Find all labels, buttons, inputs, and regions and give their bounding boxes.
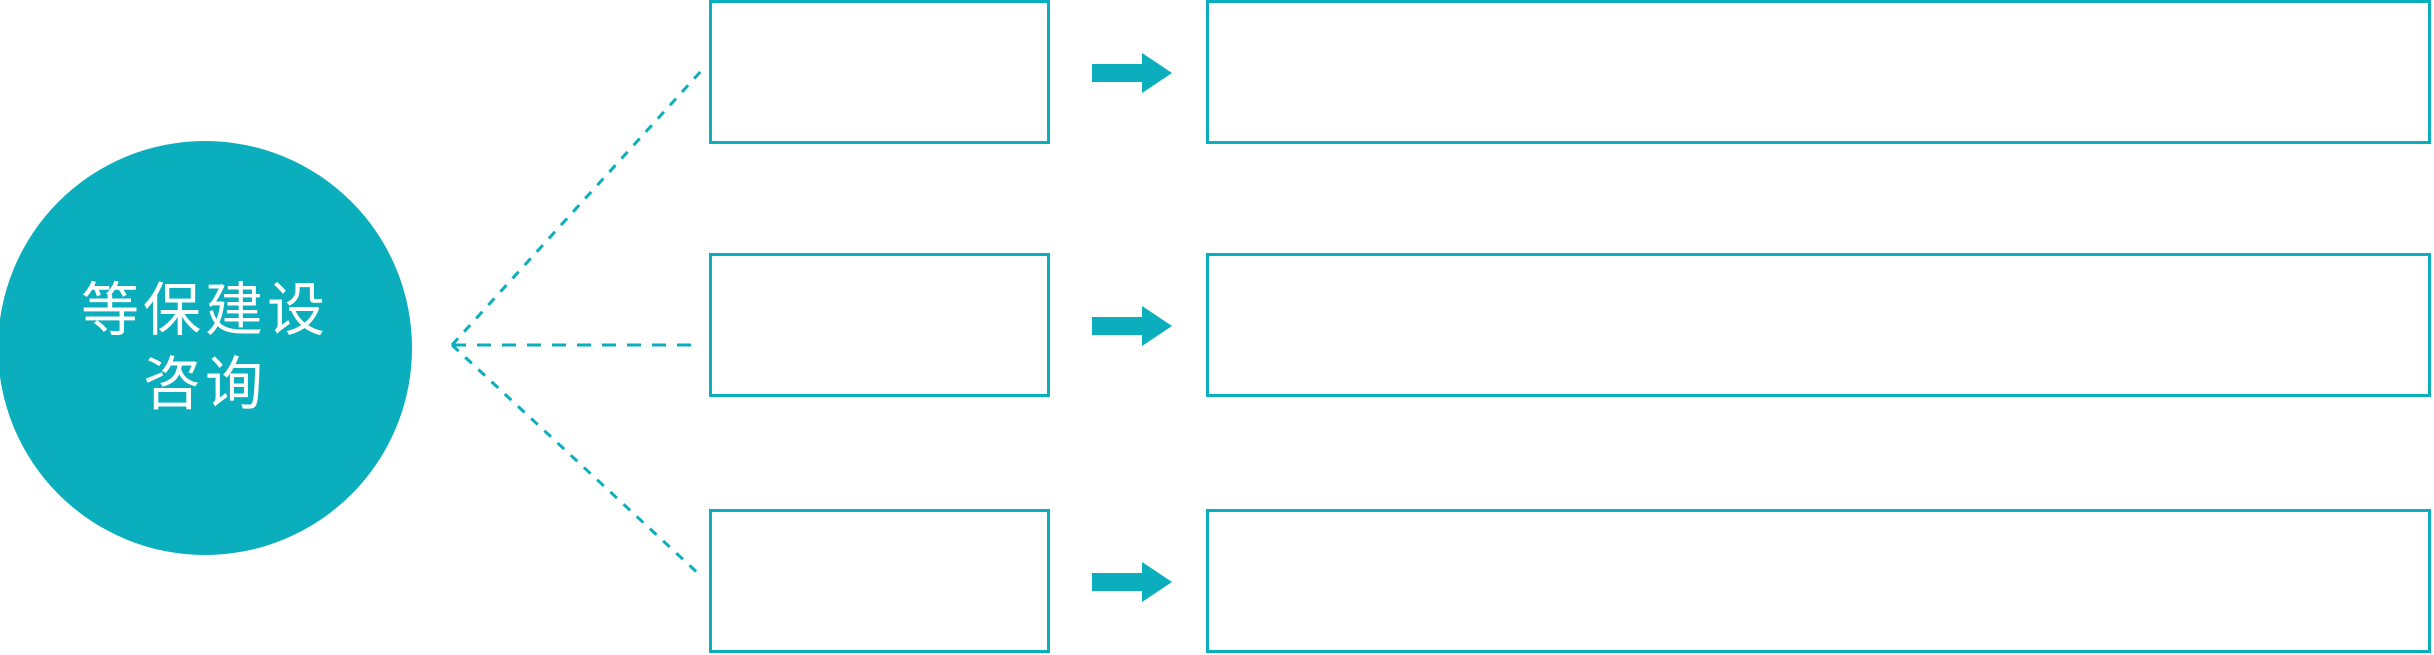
row-2 [0, 253, 2434, 399]
hub-circle[interactable]: 等保建设 咨询 [0, 141, 412, 555]
hub-label-line-1: 等保建设 [80, 278, 329, 343]
detail-box-1[interactable] [1206, 0, 2431, 144]
detail-box-2[interactable] [1206, 253, 2431, 397]
row-1 [0, 0, 2434, 146]
stage-box-1[interactable] [709, 0, 1050, 144]
right-block-arrow-icon-2 [1092, 306, 1172, 346]
detail-box-3[interactable] [1206, 509, 2431, 653]
right-block-arrow-icon-1 [1092, 53, 1172, 93]
row-3 [0, 509, 2434, 655]
hub-label-line-2: 咨询 [142, 352, 267, 417]
stage-box-2[interactable] [709, 253, 1050, 397]
stage-box-3[interactable] [709, 509, 1050, 653]
right-block-arrow-icon-3 [1092, 562, 1172, 602]
